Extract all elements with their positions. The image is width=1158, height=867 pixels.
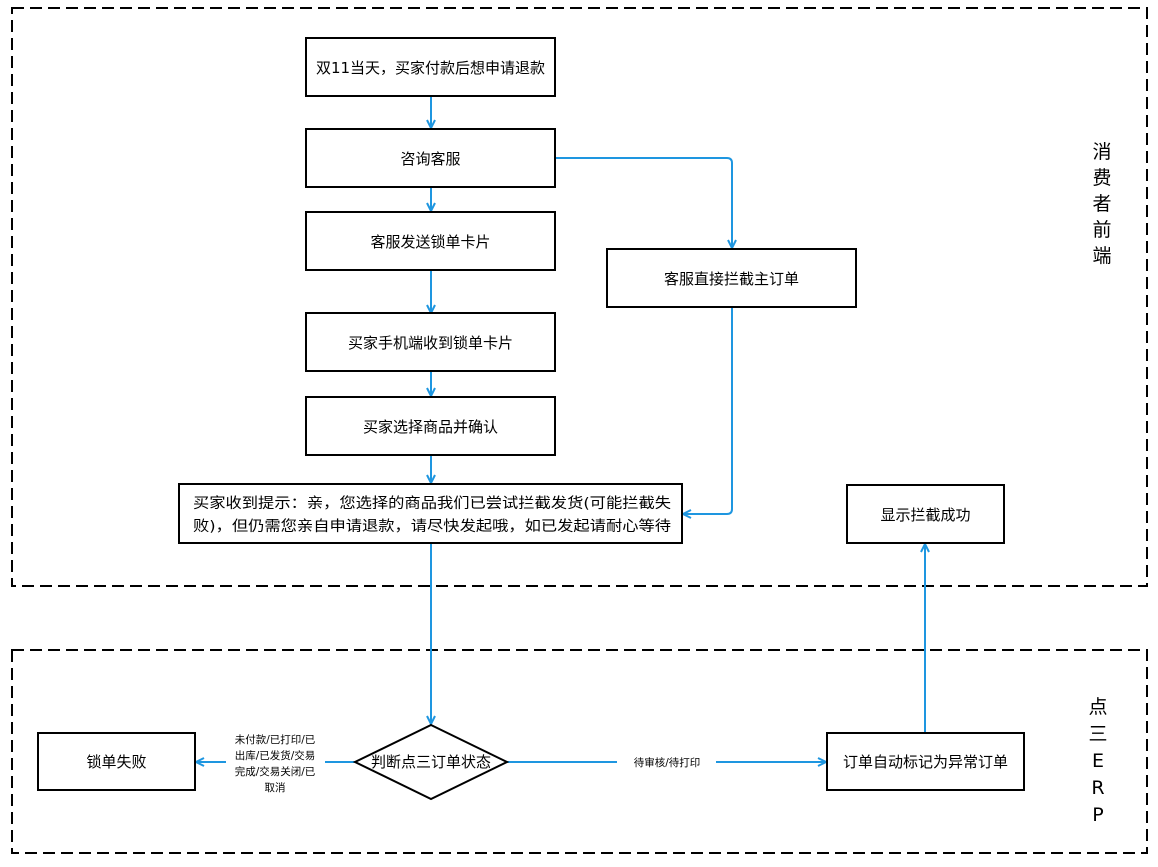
edge-label-fail-line: 未付款/已打印/已 [235,733,316,746]
lane-label-consumer: 消 费 者 前 端 [1092,141,1111,267]
node-select-confirm: 买家选择商品并确认 [305,396,556,456]
edge-label-fail-line: 完成/交易关闭/已 [235,765,316,778]
node-show-success-label: 显示拦截成功 [880,506,970,524]
connectors [196,96,925,762]
edge-label-pending: 待审核/待打印 [634,756,701,769]
lane-label-erp-char: 三 [1088,723,1107,745]
node-decision: 判断点三订单状态 [352,723,510,801]
lane-erp [11,649,1148,854]
lane-label-erp-char: 点 [1088,696,1107,718]
node-send-card-label: 客服发送锁单卡片 [370,233,490,251]
lane-label-consumer-char: 费 [1092,167,1111,189]
arrow-consult-to-intercept [555,157,732,248]
node-start-label: 双11当天，买家付款后想申请退款 [316,59,545,77]
lane-consumer-frontend [11,7,1148,587]
lane-label-erp-char: R [1091,777,1104,799]
node-send-card: 客服发送锁单卡片 [305,211,556,271]
lane-label-erp-char: E [1092,750,1104,772]
node-receive-card: 买家手机端收到锁单卡片 [305,312,556,372]
lane-label-consumer-char: 者 [1092,193,1111,215]
node-start: 双11当天，买家付款后想申请退款 [305,37,556,97]
node-notice-line1: 买家收到提示：亲，您选择的商品我们已尝试拦截发货(可能拦截失 [193,495,672,512]
node-decision-label: 判断点三订单状态 [371,753,491,771]
lane-label-erp: 点 三 E R P [1088,696,1107,826]
node-show-success: 显示拦截成功 [846,484,1005,544]
arrow-intercept-to-notice [683,307,733,514]
node-select-confirm-label: 买家选择商品并确认 [363,418,498,436]
node-lock-fail: 锁单失败 [37,732,196,791]
node-consult: 咨询客服 [305,128,556,188]
node-intercept-label: 客服直接拦截主订单 [664,270,799,288]
node-mark-abnormal: 订单自动标记为异常订单 [826,732,1025,791]
node-receive-card-label: 买家手机端收到锁单卡片 [348,334,513,352]
edge-label-fail: 未付款/已打印/已 出库/已发货/交易 完成/交易关闭/已 取消 [235,733,316,794]
node-mark-abnormal-label: 订单自动标记为异常订单 [843,753,1008,771]
lane-label-erp-char: P [1092,804,1103,826]
node-notice-line2: 败)，但仍需您亲自申请退款，请尽快发起哦，如已发起请耐心等待 [193,517,671,535]
node-consult-label: 咨询客服 [400,150,460,168]
edge-label-fail-line: 取消 [265,781,286,794]
node-lock-fail-label: 锁单失败 [86,753,146,771]
lane-label-consumer-char: 前 [1092,219,1111,241]
lane-label-consumer-char: 端 [1092,245,1111,267]
node-notice: 买家收到提示：亲，您选择的商品我们已尝试拦截发货(可能拦截失 败)，但仍需您亲自… [178,483,683,544]
node-intercept: 客服直接拦截主订单 [606,248,857,308]
lane-label-consumer-char: 消 [1092,141,1111,163]
edge-label-fail-line: 出库/已发货/交易 [235,749,316,762]
